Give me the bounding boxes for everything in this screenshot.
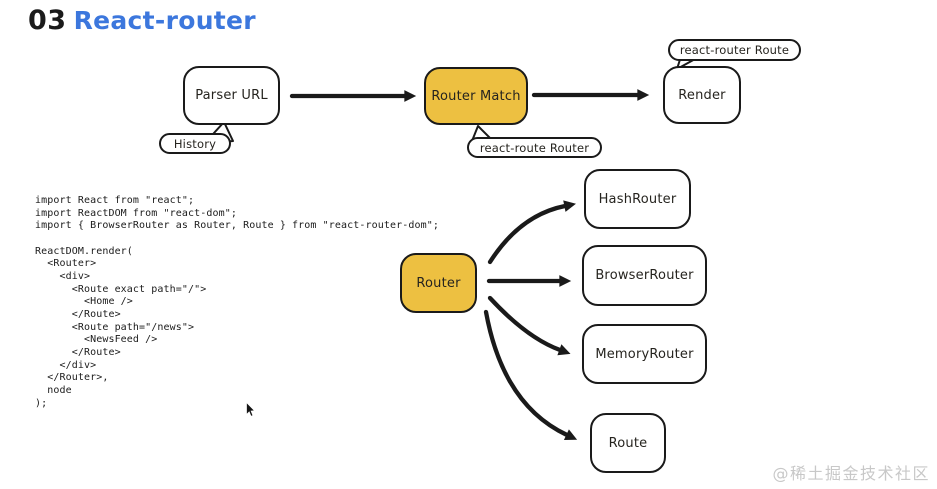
code-line: <NewsFeed />	[35, 334, 158, 346]
code-line: import { BrowserRouter as Router, Route …	[35, 220, 439, 232]
flow-node-router-match: Router Match	[424, 67, 528, 125]
code-line: <Home />	[35, 296, 133, 308]
arrow-router-to-memoryrouter	[487, 295, 571, 356]
code-line: </div>	[35, 359, 97, 371]
tree-node-route-label: Route	[608, 435, 648, 451]
title-number: 03	[28, 5, 67, 36]
history-bubble-label: History	[173, 136, 217, 151]
history-bubble: History	[159, 133, 231, 154]
react-route-router-bubble-label: react-route Router	[479, 140, 590, 155]
code-line: import ReactDOM from "react-dom";	[35, 207, 237, 219]
code-line: <Route path="/news">	[35, 321, 195, 333]
code-line: <Router>	[35, 258, 97, 270]
flow-node-router-match-label: Router Match	[431, 88, 521, 104]
react-router-route-bubble: react-router Route	[668, 39, 801, 61]
tree-node-route: Route	[590, 413, 666, 473]
arrow-router-to-hashrouter	[487, 200, 576, 265]
tree-node-hashrouter-label: HashRouter	[598, 191, 677, 207]
tree-node-memoryrouter-label: MemoryRouter	[595, 346, 694, 362]
code-line: node	[35, 384, 72, 396]
title-text: React-router	[73, 6, 256, 35]
tree-node-hashrouter: HashRouter	[584, 169, 691, 229]
tree-node-memoryrouter: MemoryRouter	[582, 324, 707, 384]
code-line: <div>	[35, 270, 91, 282]
code-line: import React from "react";	[35, 195, 195, 206]
tree-node-browserrouter: BrowserRouter	[582, 245, 707, 306]
flow-node-render-label: Render	[678, 87, 726, 103]
tree-node-router: Router	[400, 253, 477, 313]
flow-node-parser-url: Parser URL	[183, 66, 280, 125]
code-line: );	[35, 397, 48, 409]
code-line: </Route>	[35, 308, 121, 320]
code-line	[35, 233, 439, 246]
code-line: </Route>	[35, 346, 121, 358]
code-line: </Router>,	[35, 372, 109, 384]
code-line: ReactDOM.render(	[35, 245, 133, 257]
tree-node-router-label: Router	[416, 275, 461, 291]
watermark: @稀土掘金技术社区	[772, 464, 930, 483]
flow-node-render: Render	[663, 66, 741, 124]
page-title: 03 React-router	[28, 5, 256, 36]
code-block: import React from "react";import ReactDO…	[35, 195, 439, 410]
flow-node-parser-url-label: Parser URL	[195, 88, 268, 103]
code-line: <Route exact path="/">	[35, 283, 207, 295]
tree-node-browserrouter-label: BrowserRouter	[595, 268, 694, 283]
react-router-route-bubble-label: react-router Route	[679, 43, 790, 57]
react-route-router-bubble: react-route Router	[467, 137, 602, 158]
arrow-router-to-route	[483, 309, 578, 441]
